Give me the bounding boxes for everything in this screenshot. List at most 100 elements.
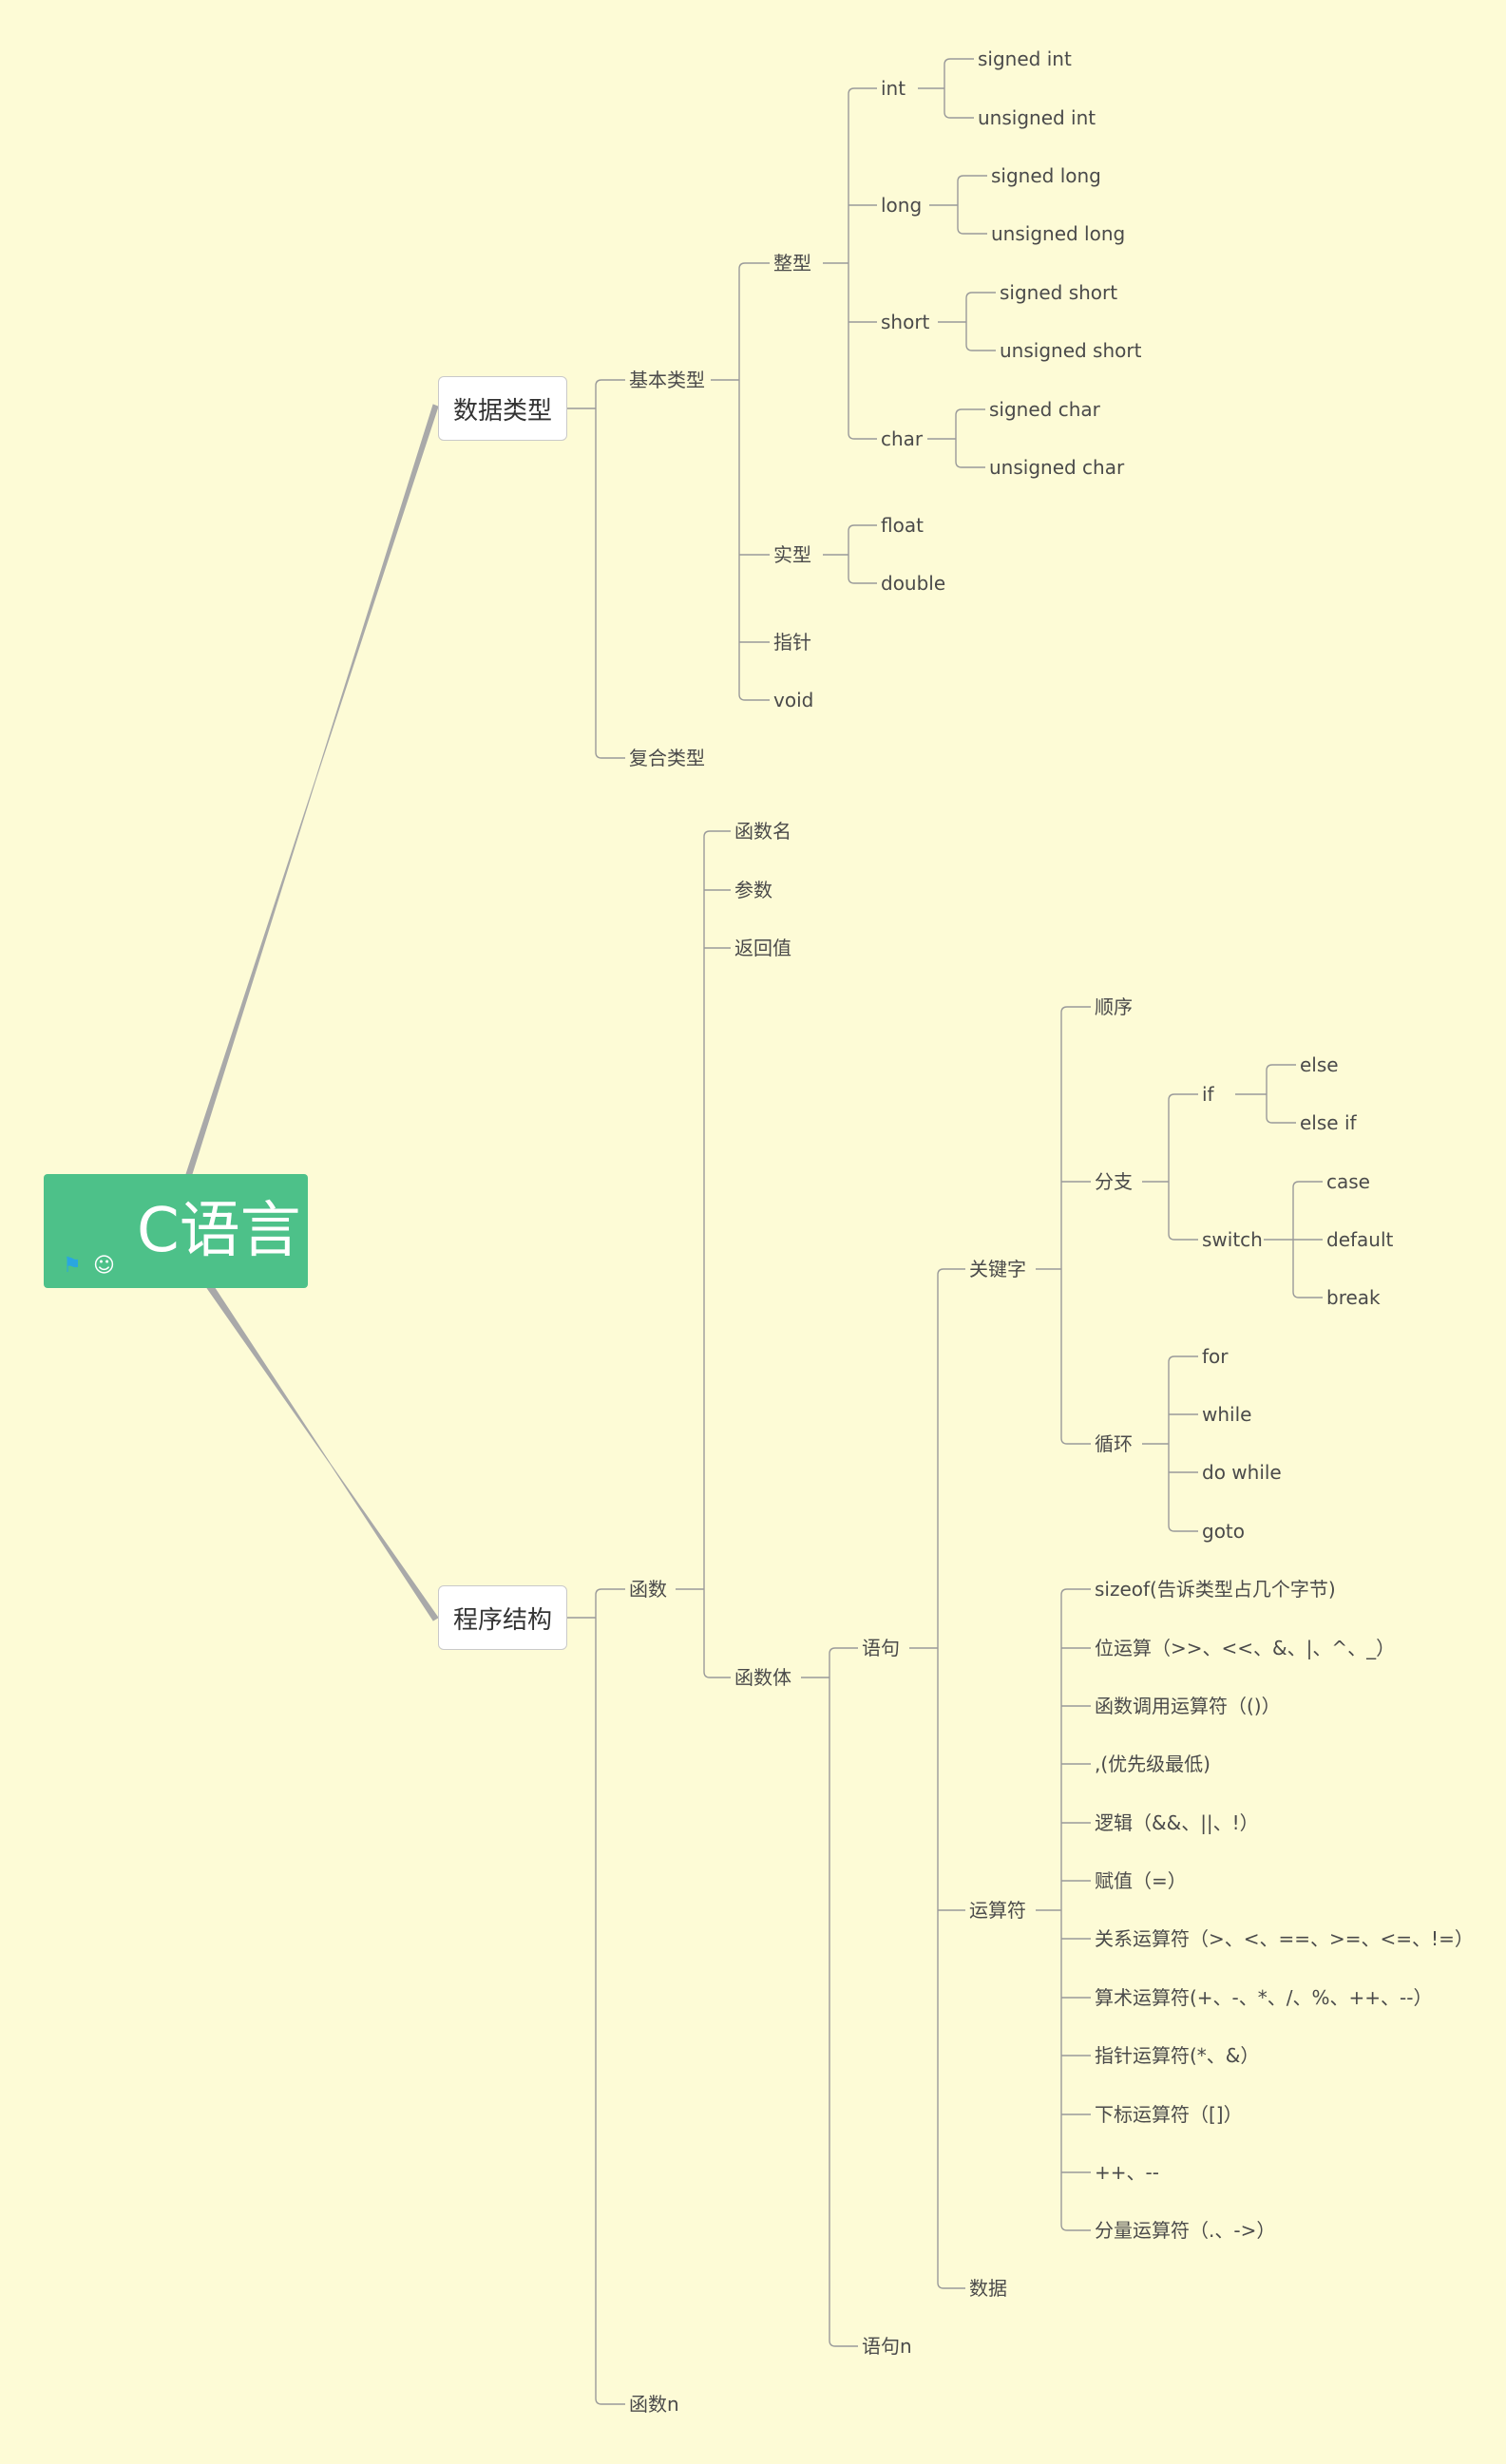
connector-line <box>937 1268 965 1276</box>
connector-line <box>1060 1437 1091 1445</box>
topic-unsigned-long[interactable]: unsigned long <box>991 222 1126 245</box>
connector-line <box>1168 1525 1198 1532</box>
topic-void[interactable]: void <box>773 689 814 711</box>
connector-line <box>944 58 974 66</box>
topic-switch[interactable]: switch <box>1202 1228 1263 1251</box>
topic-branch[interactable]: 分支 <box>1095 1170 1133 1193</box>
smiley-icon: ☺ <box>93 1254 115 1278</box>
topic-loop[interactable]: 循环 <box>1095 1432 1133 1455</box>
topic-statement[interactable]: 语句 <box>862 1637 900 1659</box>
connector-line <box>1060 1006 1091 1014</box>
topic-operator-logical[interactable]: 逻辑（&&、||、!） <box>1095 1811 1259 1834</box>
topic-if[interactable]: if <box>1202 1083 1214 1106</box>
connector-line <box>944 111 974 119</box>
connector-line <box>595 2398 625 2405</box>
connector-line <box>848 87 877 95</box>
topic-while[interactable]: while <box>1202 1403 1252 1426</box>
topic-operator-relational[interactable]: 关系运算符（>、<、==、>=、<=、!=） <box>1095 1927 1474 1950</box>
connector-line <box>848 524 877 532</box>
topic-break[interactable]: break <box>1326 1286 1381 1309</box>
topic-operator-pointer[interactable]: 指针运算符(*、&） <box>1095 2044 1260 2067</box>
topic-unsigned-int[interactable]: unsigned int <box>978 106 1096 129</box>
connector-line <box>955 408 985 416</box>
topic-basic-types[interactable]: 基本类型 <box>629 369 705 391</box>
topic-operator-member[interactable]: 分量运算符（.、->） <box>1095 2219 1276 2242</box>
topic-function-body[interactable]: 函数体 <box>734 1666 791 1689</box>
topic-data[interactable]: 数据 <box>969 2277 1007 2300</box>
topic-short[interactable]: short <box>881 311 930 333</box>
topic-do-while[interactable]: do while <box>1202 1461 1282 1484</box>
connector-line <box>1060 1588 1091 1596</box>
topic-program-structure[interactable]: 程序结构 <box>438 1585 567 1650</box>
topic-operator-sizeof[interactable]: sizeof(告诉类型占几个字节) <box>1095 1578 1336 1601</box>
topic-compound-types[interactable]: 复合类型 <box>629 747 705 769</box>
topic-operators[interactable]: 运算符 <box>969 1899 1026 1922</box>
topic-return-value[interactable]: 返回值 <box>734 937 791 959</box>
topic-pointer[interactable]: 指针 <box>773 631 811 654</box>
root-topic[interactable]: ⚑ ☺ C语言 <box>44 1174 308 1288</box>
topic-goto[interactable]: goto <box>1202 1520 1246 1543</box>
root-title: C语言 <box>137 1196 301 1266</box>
connector-line <box>206 1287 439 1621</box>
topic-statement-n[interactable]: 语句n <box>862 2335 912 2358</box>
connector-line <box>703 1671 731 1678</box>
topic-operator-increment[interactable]: ++、-- <box>1095 2161 1159 2184</box>
topic-signed-long[interactable]: signed long <box>991 164 1101 187</box>
connector-line <box>829 1647 858 1655</box>
connector-line <box>1266 1116 1296 1124</box>
topic-function[interactable]: 函数 <box>629 1578 667 1601</box>
topic-keywords[interactable]: 关键字 <box>969 1258 1026 1280</box>
connector-line <box>738 262 770 270</box>
connector-line <box>829 2340 858 2347</box>
connector-line <box>955 461 985 468</box>
connector-line <box>1168 1233 1198 1241</box>
topic-integer[interactable]: 整型 <box>773 252 811 275</box>
topic-signed-short[interactable]: signed short <box>1000 281 1118 304</box>
topic-sequence[interactable]: 顺序 <box>1095 995 1133 1018</box>
topic-operator-assign[interactable]: 赋值（=） <box>1095 1869 1187 1892</box>
topic-operator-arithmetic[interactable]: 算术运算符(+、-、*、/、%、++、--） <box>1095 1986 1433 2009</box>
topic-double[interactable]: double <box>881 572 946 595</box>
connector-line <box>1060 2224 1091 2231</box>
connector-line <box>965 292 996 299</box>
topic-operator-bitwise[interactable]: 位运算（>>、<<、&、|、^、_） <box>1095 1637 1396 1659</box>
connector-line <box>1168 1093 1198 1101</box>
connector-line <box>738 693 770 701</box>
topic-real[interactable]: 实型 <box>773 543 811 566</box>
topic-signed-int[interactable]: signed int <box>978 47 1072 70</box>
connector-line <box>1266 1064 1296 1071</box>
connector-line <box>595 1588 625 1596</box>
topic-else-if[interactable]: else if <box>1300 1111 1357 1134</box>
connector-line <box>957 175 987 182</box>
topic-function-name[interactable]: 函数名 <box>734 820 791 843</box>
topic-function-n[interactable]: 函数n <box>629 2393 679 2416</box>
connector-line <box>595 379 625 387</box>
topic-char[interactable]: char <box>881 427 924 450</box>
connector-line <box>1292 1181 1323 1188</box>
topic-data-types[interactable]: 数据类型 <box>438 376 567 441</box>
topic-for[interactable]: for <box>1202 1345 1229 1368</box>
topic-unsigned-short[interactable]: unsigned short <box>1000 339 1142 362</box>
topic-long[interactable]: long <box>881 194 923 217</box>
topic-unsigned-char[interactable]: unsigned char <box>989 456 1125 479</box>
connector-line <box>937 2282 965 2289</box>
connector-line <box>595 751 625 759</box>
connector-line <box>1168 1355 1198 1363</box>
topic-float[interactable]: float <box>881 514 924 537</box>
connector-line <box>965 344 996 351</box>
topic-operator-call[interactable]: 函数调用运算符（()） <box>1095 1695 1281 1717</box>
topic-signed-char[interactable]: signed char <box>989 398 1100 421</box>
topic-operator-comma[interactable]: ,(优先级最低) <box>1095 1753 1211 1775</box>
connector-line <box>703 830 731 838</box>
topic-int[interactable]: int <box>881 77 906 100</box>
topic-else[interactable]: else <box>1300 1053 1339 1076</box>
connector-line <box>1292 1291 1323 1298</box>
flag-icon: ⚑ <box>63 1254 82 1278</box>
topic-operator-subscript[interactable]: 下标运算符（[]） <box>1095 2103 1243 2126</box>
topic-case[interactable]: case <box>1326 1170 1370 1193</box>
topic-params[interactable]: 参数 <box>734 879 772 901</box>
topic-default[interactable]: default <box>1326 1228 1394 1251</box>
connector-line <box>848 432 877 440</box>
